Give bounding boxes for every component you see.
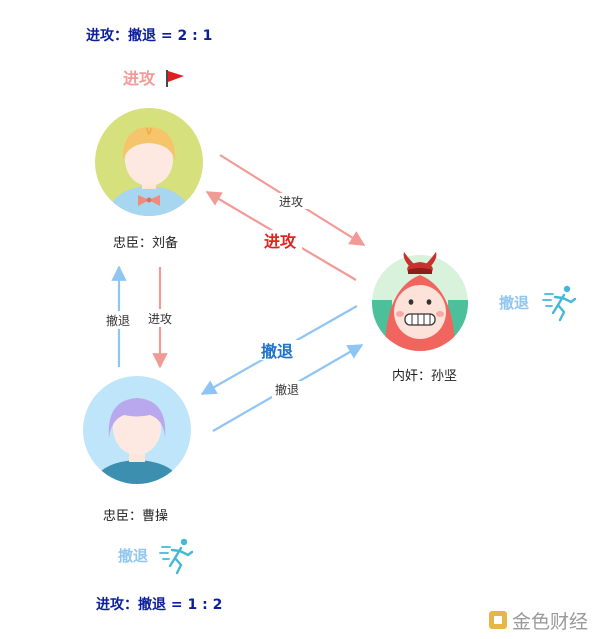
ratio-top: 进攻：撤退 = 2 : 1	[86, 27, 212, 44]
watermark-text: 金色财经	[512, 611, 588, 633]
edge-label-caocao-to-liubei: 撤退	[106, 313, 130, 328]
liubei-avatar	[95, 108, 203, 216]
edge-label-caocao-to-sunjian: 撤退	[275, 382, 299, 397]
sunjian-label: 内奸：孙坚	[392, 368, 457, 384]
caocao-retreat-badge: 撤退	[118, 547, 148, 565]
caocao-label: 忠臣：曹操	[103, 508, 168, 524]
ratio-bottom: 进攻：撤退 = 1 : 2	[96, 596, 222, 613]
running-person-icon	[542, 285, 577, 322]
liubei-attack-badge: 进攻	[123, 69, 156, 88]
running-person-icon	[159, 538, 194, 575]
liubei-label: 忠臣：刘备	[113, 235, 178, 251]
sunjian-avatar	[372, 252, 468, 351]
jinse-logo-icon	[489, 611, 507, 629]
sunjian-retreat-badge: 撤退	[499, 294, 529, 312]
red-flag-icon	[166, 70, 184, 87]
caocao-avatar	[83, 376, 191, 484]
edge-label-liubei-to-sunjian: 进攻	[279, 195, 303, 209]
edge-label-sunjian-to-liubei: 进攻	[264, 232, 297, 251]
edge-label-sunjian-to-caocao: 撤退	[261, 342, 293, 361]
edge-label-liubei-to-caocao: 进攻	[148, 312, 172, 326]
